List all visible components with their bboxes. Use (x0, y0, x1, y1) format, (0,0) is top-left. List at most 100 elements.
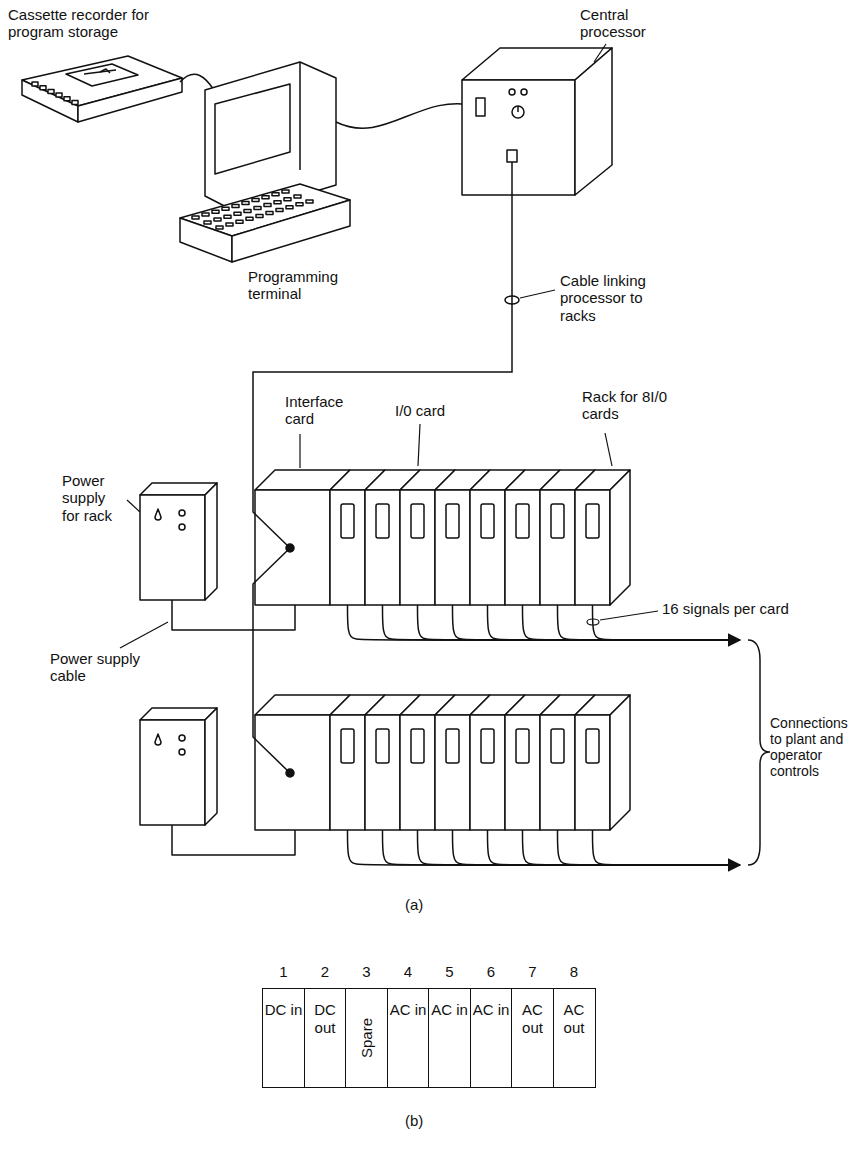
slot-number: 6 (471, 963, 512, 980)
card-slot-box: 8AC out (553, 988, 596, 1088)
io-rack (341, 729, 354, 763)
cassette-recorder (22, 56, 182, 122)
central-processor (507, 150, 517, 162)
io-rack (446, 729, 459, 763)
power-supply (140, 483, 217, 495)
leader-line (299, 434, 300, 468)
central-processor (462, 48, 612, 195)
cassette-recorder (64, 97, 70, 101)
programming-terminal (234, 212, 241, 215)
io-rack (400, 490, 435, 605)
central-processor (512, 106, 524, 118)
signal-wire (383, 830, 741, 865)
io-rack (470, 715, 505, 830)
label-text: Cable linking processor to racks (560, 272, 670, 324)
slot-number: 5 (429, 963, 470, 980)
slot-number: 8 (554, 963, 595, 980)
signal-wire (418, 830, 741, 865)
card-slot-box: 5AC in (428, 988, 471, 1088)
card-slot-box: 3Spare (345, 988, 388, 1088)
leader-line (594, 44, 606, 62)
programming-terminal (264, 204, 271, 207)
io-rack (411, 504, 424, 538)
io-rack (376, 729, 389, 763)
io-rack (610, 695, 630, 830)
io-rack (575, 715, 610, 830)
programming-terminal (216, 226, 223, 229)
cassette-recorder (22, 80, 78, 122)
programming-terminal (284, 198, 291, 201)
label-text: Interface card (285, 393, 365, 428)
slot-content: AC in (388, 989, 429, 1019)
signal-wire (488, 830, 741, 865)
power-supply (140, 720, 205, 825)
leader-line (418, 424, 420, 466)
slot-content: Spare (358, 1018, 376, 1058)
programming-terminal (252, 199, 259, 202)
cable (180, 74, 214, 90)
io-rack (481, 504, 494, 538)
power-supply (205, 708, 217, 825)
io-rack (551, 729, 564, 763)
slot-number: 1 (263, 963, 304, 980)
io-rack (255, 490, 330, 605)
io-rack (435, 490, 470, 605)
programming-terminal (244, 209, 251, 212)
io-rack (411, 729, 424, 763)
programming-terminal (212, 210, 219, 213)
programming-terminal (222, 207, 229, 210)
central-processor (575, 48, 612, 195)
power-supply (140, 708, 295, 855)
cable (286, 769, 294, 777)
io-rack (330, 715, 365, 830)
central-processor (521, 89, 527, 95)
programming-terminal (246, 217, 253, 220)
label-text: (a) (405, 896, 445, 913)
slot-content: AC in (471, 989, 512, 1019)
slot-content: DC in (263, 989, 304, 1019)
label-text: 16 signals per card (662, 600, 832, 617)
power-supply (140, 495, 205, 600)
io-rack (376, 504, 389, 538)
power-supply (179, 510, 185, 516)
power-supply (172, 825, 295, 855)
cable (253, 162, 512, 548)
io-rack (505, 715, 540, 830)
io-rack (540, 490, 575, 605)
label-text: Cassette recorder for program storage (8, 6, 153, 41)
programming-terminal (215, 84, 290, 174)
signal-wire (523, 830, 741, 865)
programming-terminal (282, 190, 289, 193)
leader-line (587, 619, 599, 625)
programming-terminal (296, 203, 303, 206)
io-rack (255, 695, 630, 830)
label-text: (b) (405, 1112, 445, 1129)
cable (505, 296, 519, 304)
power-supply (205, 483, 217, 600)
leader-line (120, 622, 168, 648)
io-rack (435, 715, 470, 830)
io-rack (551, 504, 564, 538)
card-slot-box: 7AC out (511, 988, 554, 1088)
leader-line (120, 44, 658, 648)
label-text: Rack for 8I/0 cards (582, 388, 672, 423)
programming-terminal (192, 216, 199, 219)
io-rack (365, 715, 400, 830)
power-supply (155, 734, 161, 745)
programming-terminal (256, 214, 263, 217)
io-rack (341, 504, 354, 538)
slot-number: 4 (388, 963, 429, 980)
central-processor (476, 98, 485, 116)
signal-wire (348, 830, 741, 865)
cassette-recorder (32, 82, 38, 86)
power-supply (140, 708, 217, 720)
programming-terminal (294, 195, 301, 198)
label-text: Connections to plant and operator contro… (770, 715, 852, 779)
io-rack (255, 470, 630, 830)
cassette-recorder (72, 101, 78, 105)
programming-terminal (204, 221, 211, 224)
brace (748, 640, 770, 865)
programming-terminal (262, 196, 269, 199)
